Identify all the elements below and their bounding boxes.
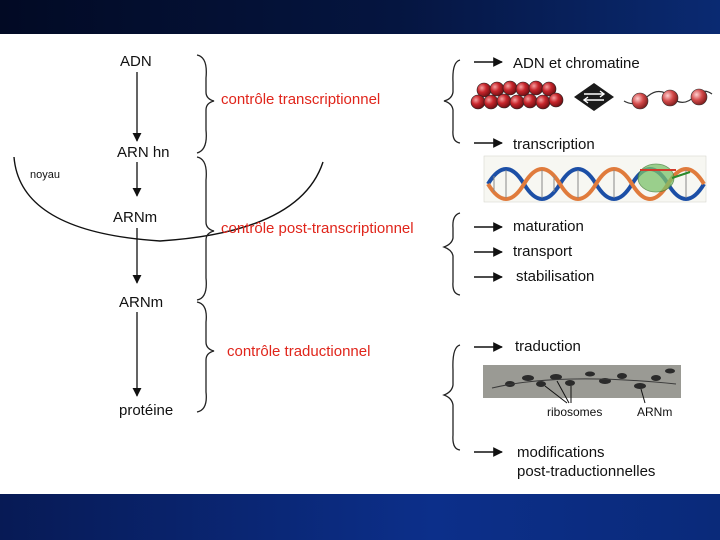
polysome-micrograph-icon xyxy=(483,365,681,404)
control-translational: contrôle traductionnel xyxy=(227,343,371,360)
step-stabilisation: stabilisation xyxy=(516,268,595,285)
pathway-arnm-nucleus: ARNm xyxy=(113,209,158,226)
control-post-transcriptional: contrôle post-transcriptionnel xyxy=(221,220,414,237)
arnm-micrograph-label: ARNm xyxy=(637,405,673,419)
header-bar xyxy=(0,0,720,34)
pathway-adn: ADN xyxy=(120,53,152,70)
dna-helix-icon xyxy=(483,155,707,203)
step-transcription: transcription xyxy=(513,136,595,153)
brace-chromatin-transcription xyxy=(443,59,461,144)
pathway-proteine: protéine xyxy=(119,402,174,419)
step-traduction: traduction xyxy=(515,338,581,355)
right-braces xyxy=(442,59,461,451)
step-post-traductionnelles: post-traductionnelles xyxy=(517,463,656,480)
pathway-arn-hn: ARN hn xyxy=(117,144,170,161)
pathway-arnm-cytoplasm: ARNm xyxy=(119,294,164,311)
brace-post-transcriptional xyxy=(196,156,215,301)
left-braces xyxy=(196,54,215,413)
brace-traduction-modifications xyxy=(442,344,461,451)
brace-translational xyxy=(196,301,215,413)
step-adn-chromatine: ADN et chromatine xyxy=(513,55,640,72)
step-modifications: modifications xyxy=(517,444,605,461)
ribosomes-label: ribosomes xyxy=(547,405,603,419)
brace-transcriptional xyxy=(196,54,215,154)
control-transcriptional: contrôle transcriptionnel xyxy=(221,91,381,108)
footer-bar xyxy=(0,494,720,540)
equilibrium-arrows-icon xyxy=(574,83,614,111)
nucleus-label: noyau xyxy=(30,169,60,181)
brace-maturation-stabilisation xyxy=(442,212,461,296)
open-chromatin-icon xyxy=(623,88,713,110)
step-transport: transport xyxy=(513,243,573,260)
step-maturation: maturation xyxy=(513,218,584,235)
nucleus-boundary xyxy=(13,156,324,242)
step-arrows xyxy=(474,57,503,457)
nucleosome-chain-icon xyxy=(468,78,568,112)
